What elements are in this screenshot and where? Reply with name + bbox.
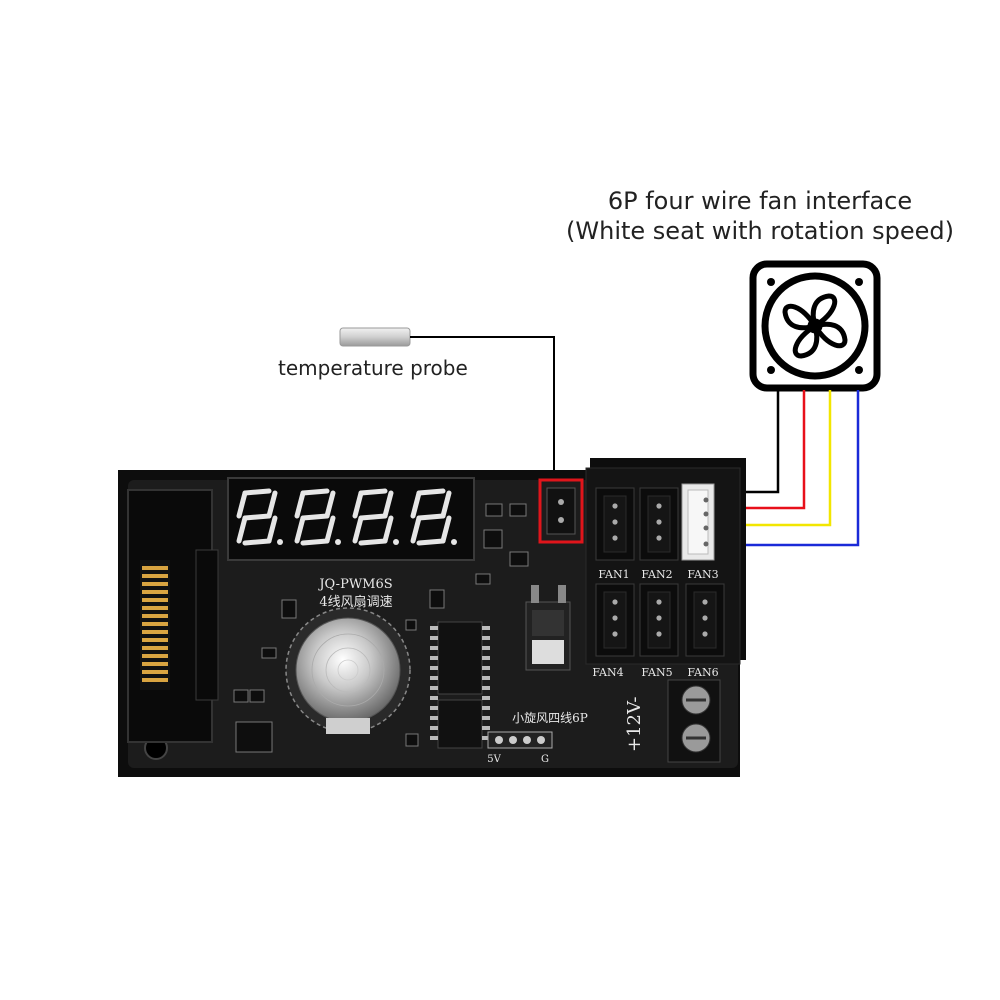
header-pins-4 (487, 731, 553, 749)
fan-icon (749, 260, 881, 392)
fan-port-label: FAN3 (687, 568, 718, 581)
board-model-label: JQ-PWM6S (317, 577, 392, 592)
display-digit (410, 488, 457, 546)
ic-pin (430, 716, 438, 720)
ic-pin (430, 726, 438, 730)
pin-5v-label: 5V (487, 754, 501, 765)
fan-port-label: FAN6 (687, 666, 718, 679)
sata-pins (142, 566, 168, 682)
fan-interface-title-line2: (White seat with rotation speed) (566, 217, 954, 245)
display-digit (352, 488, 399, 546)
fan-header (639, 487, 679, 561)
ic-pin (430, 626, 438, 630)
sata-pin (142, 670, 168, 674)
ic-pin (482, 686, 490, 690)
sata-pin (142, 622, 168, 626)
ic-pin (482, 726, 490, 730)
ic-pin (430, 656, 438, 660)
fan-header (595, 583, 635, 657)
power-label: +12V- (624, 697, 645, 752)
ic-pin (430, 696, 438, 700)
fan-interface-title: 6P four wire fan interface (White seat w… (560, 186, 960, 246)
display-digit (294, 488, 341, 546)
sata-pin (142, 606, 168, 610)
ic-pin (482, 676, 490, 680)
ic-pin (482, 716, 490, 720)
ic-pin (430, 646, 438, 650)
fan-header (685, 583, 725, 657)
display-digit (236, 488, 283, 546)
ic-pin (430, 686, 438, 690)
temperature-probe-label: temperature probe (278, 356, 468, 380)
ic-pins (430, 626, 490, 740)
fan-header (595, 487, 635, 561)
fan-port-label: FAN1 (598, 568, 629, 581)
sata-pin (142, 630, 168, 634)
fan-wires (714, 390, 860, 547)
sata-pin (142, 590, 168, 594)
sata-pin (142, 638, 168, 642)
sata-connector (127, 489, 219, 743)
fan-header (639, 583, 679, 657)
sata-pin (142, 566, 168, 570)
fan-port-label: FAN5 (641, 666, 672, 679)
board-subtitle-label: 4线风扇调速 (319, 594, 392, 610)
fan6p-label: 小旋风四线6P (512, 711, 588, 725)
sata-pin (142, 646, 168, 650)
ic-pin (482, 736, 490, 740)
sata-pin (142, 654, 168, 658)
sata-pin (142, 582, 168, 586)
fan-6p-white-seat (681, 483, 715, 561)
power-terminal (667, 679, 721, 763)
ic-pin (430, 706, 438, 710)
sata-pin (142, 574, 168, 578)
ic-pin (482, 636, 490, 640)
knob-icon (285, 607, 411, 734)
ic-pin (430, 666, 438, 670)
ic-pin (430, 736, 438, 740)
sata-pin (142, 678, 168, 682)
fan-port-label: FAN2 (641, 568, 672, 581)
sata-pin (142, 598, 168, 602)
smd-components (233, 503, 529, 753)
display-digits (236, 488, 457, 546)
sata-pin (142, 662, 168, 666)
ic-pin (482, 696, 490, 700)
pin-g-label: G (541, 754, 549, 765)
ic-pin (430, 636, 438, 640)
seven-segment-display-icon (227, 477, 475, 561)
ic-pin (482, 656, 490, 660)
ic-pin (482, 626, 490, 630)
temperature-sensor-connector (538, 478, 584, 544)
ic-pin (430, 676, 438, 680)
fan-interface-title-line1: 6P four wire fan interface (607, 187, 913, 215)
sata-pin (142, 614, 168, 618)
ic-pin (482, 646, 490, 650)
ic-chips (430, 585, 571, 749)
fan-headers (595, 487, 725, 657)
fan-port-label: FAN4 (592, 666, 623, 679)
ic-pin (482, 666, 490, 670)
ic-pin (482, 706, 490, 710)
temperature-probe-icon (339, 327, 555, 486)
